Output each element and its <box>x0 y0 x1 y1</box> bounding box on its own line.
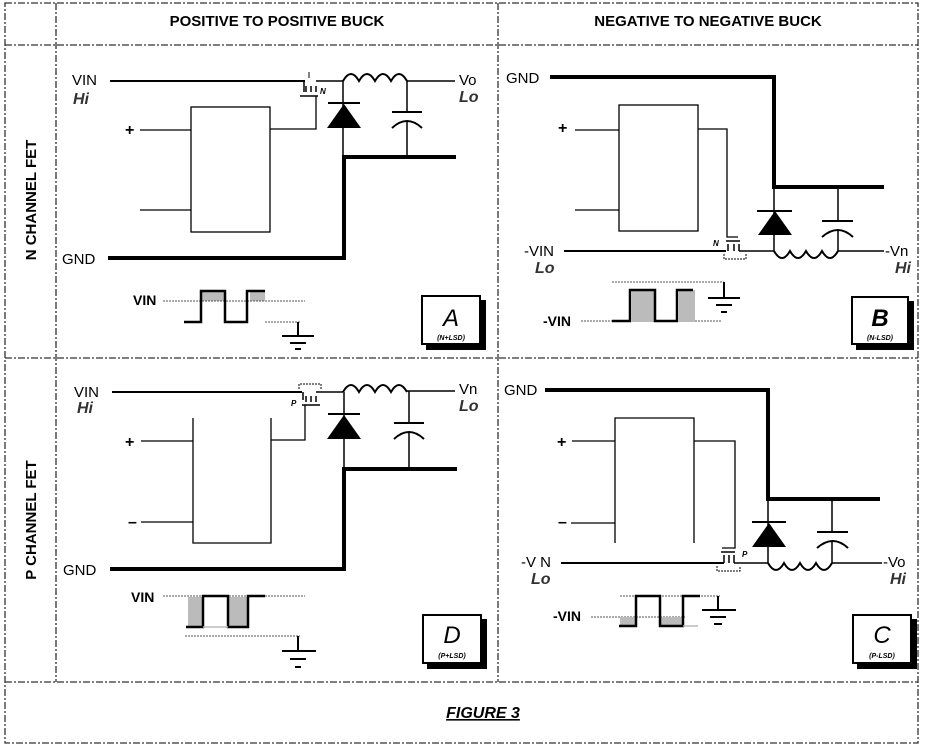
panel-d-input-level: Hi <box>77 400 94 417</box>
panel-a-id: A <box>441 305 459 332</box>
panel-b-input-level: Lo <box>535 260 555 277</box>
panel-a-ground-icon <box>282 322 314 350</box>
panel-d-fet-channel: P <box>291 399 297 408</box>
panel-d-diode-icon <box>327 415 361 439</box>
outer-border <box>4 2 919 744</box>
panel-c-output-level: Hi <box>890 571 907 588</box>
panel-a-subtitle: (N+LSD) <box>437 335 465 342</box>
panel-b-mosfet-icon <box>723 240 774 260</box>
panel-a: VIN Hi + N Vo Lo GND <box>62 72 486 350</box>
panel-c-controller-block <box>614 417 695 543</box>
panel-b-output-level: Hi <box>895 260 912 277</box>
panel-d-waveform-label: VIN <box>131 589 154 605</box>
panel-c-waveform <box>591 594 720 628</box>
row-header-n-channel: N CHANNEL FET <box>23 140 40 261</box>
panel-d-controller-block <box>192 418 272 544</box>
panel-c: GND + – -V N Lo P -Vo Hi -VIN <box>504 382 917 669</box>
panel-a-waveform <box>163 289 305 324</box>
table-grid <box>4 2 919 744</box>
column-header-positive: POSITIVE TO POSITIVE BUCK <box>170 13 385 30</box>
panel-b-tag: B (N-LSD) <box>851 296 914 350</box>
panel-c-mosfet-icon <box>716 551 768 572</box>
panel-c-ground-icon <box>702 596 736 625</box>
panel-a-waveform-label: VIN <box>133 292 156 308</box>
panel-c-ground-label: GND <box>504 382 538 399</box>
panel-a-input-label: VIN <box>72 72 97 89</box>
panel-c-input-level: Lo <box>531 571 551 588</box>
panel-c-minus-input: – <box>558 514 567 531</box>
panel-c-diode-icon <box>752 523 786 547</box>
panel-b: GND + -VIN Lo N -Vn Hi -VIN <box>506 70 914 350</box>
panel-b-ground-label: GND <box>506 70 540 87</box>
panel-d-waveform <box>163 594 305 637</box>
panel-a-ground-label: GND <box>62 251 96 268</box>
figure-caption: FIGURE 3 <box>446 705 520 722</box>
panel-a-output-label: Vo <box>459 72 477 89</box>
panel-a-input-level: Hi <box>73 91 90 108</box>
panel-d-input-label: VIN <box>74 384 99 401</box>
panel-a-gate-wire <box>270 96 317 130</box>
panel-c-input-label: -V N <box>521 554 551 571</box>
panel-d-gate-wire <box>271 405 306 441</box>
panel-b-subtitle: (N-LSD) <box>867 335 894 342</box>
panel-a-mosfet-icon <box>300 72 343 97</box>
panel-d-ground-icon <box>282 636 316 668</box>
panel-d-plus-input: + <box>125 434 134 451</box>
panel-c-waveform-label: -VIN <box>553 608 581 624</box>
panel-b-id: B <box>871 305 888 332</box>
panel-b-plus-input: + <box>558 120 567 137</box>
panel-b-controller-block <box>618 104 699 232</box>
panel-a-ground-bus <box>108 155 456 260</box>
panel-a-inductor-icon <box>342 73 408 84</box>
panel-b-waveform <box>581 281 724 323</box>
panel-b-inductor-icon <box>773 248 839 259</box>
panel-b-waveform-label: -VIN <box>543 313 571 329</box>
panel-d-minus-input: – <box>128 514 137 531</box>
column-header-negative: NEGATIVE TO NEGATIVE BUCK <box>594 13 822 30</box>
panel-c-capacitor-plate <box>816 540 849 549</box>
panel-b-gate-wire <box>698 128 738 238</box>
panel-a-output-level: Lo <box>459 89 479 106</box>
panel-a-tag: A (N+LSD) <box>421 295 486 350</box>
panel-c-ground-bus <box>545 388 880 501</box>
panel-a-capacitor-plate <box>391 120 423 129</box>
panel-c-id: C <box>873 622 891 649</box>
panel-a-controller-block <box>190 106 271 233</box>
panel-d-output-label: Vn <box>459 381 477 398</box>
panel-a-plus-input: + <box>125 122 134 139</box>
panel-d-capacitor-plate <box>393 431 425 440</box>
panel-b-output-label: -Vn <box>885 243 908 260</box>
panel-b-diode-icon <box>758 211 792 235</box>
panel-d: VIN Hi + – P Vn Lo GND VIN <box>63 381 487 669</box>
row-header-p-channel: P CHANNEL FET <box>23 460 40 579</box>
panel-d-subtitle: (P+LSD) <box>438 653 466 660</box>
panel-d-ground-label: GND <box>63 562 97 579</box>
panel-d-ground-bus <box>110 467 457 571</box>
panel-c-subtitle: (P-LSD) <box>869 653 895 660</box>
panel-d-mosfet-icon <box>298 383 343 406</box>
panel-c-fet-channel: P <box>742 550 748 559</box>
panel-b-fet-channel: N <box>713 239 719 248</box>
panel-c-tag: C (P-LSD) <box>852 614 917 669</box>
panel-c-output-label: -Vo <box>883 554 906 571</box>
panel-d-output-level: Lo <box>459 398 479 415</box>
panel-c-plus-input: + <box>557 434 566 451</box>
panel-a-fet-channel: N <box>320 87 326 96</box>
panel-d-inductor-icon <box>342 384 408 395</box>
panel-c-inductor-icon <box>767 560 833 571</box>
panel-b-capacitor-plate <box>821 229 854 238</box>
panel-a-diode-icon <box>327 104 361 128</box>
panel-b-ground-icon <box>708 282 740 313</box>
panel-b-input-label: -VIN <box>524 243 554 260</box>
panel-c-gate-wire <box>694 440 736 549</box>
panel-d-id: D <box>443 622 460 649</box>
panel-d-tag: D (P+LSD) <box>422 614 487 669</box>
panel-b-ground-bus <box>550 75 884 189</box>
